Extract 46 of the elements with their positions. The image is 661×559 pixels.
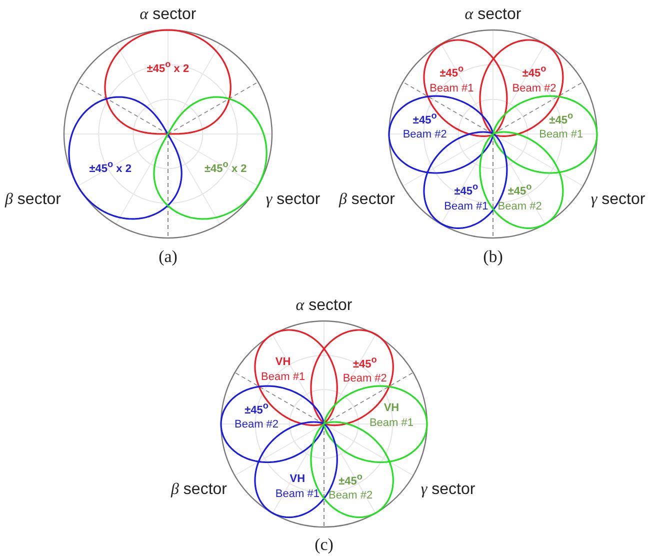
sector-label: α sector [464,6,522,24]
beam-label: Beam #2 [498,199,542,214]
sector-label: β sector [5,191,61,209]
polarization-label: ±45$^{o}$ [454,180,478,200]
polarization-label: ±45$^{o}$ x 2 [89,158,132,178]
beam-label: Beam #2 [402,128,447,143]
beam-label: Beam #1 [261,370,306,385]
polarization-label: ±45$^{o}$ [549,109,574,128]
antenna-beam-lobe [389,96,493,172]
polarization-label: ±45$^{o}$ [412,109,437,128]
panel-caption: (a) [158,247,178,267]
sector-label: α sector [296,297,352,315]
polarization-label: ±45$^{o}$ [352,353,377,372]
sector-label: γ sector [266,191,320,209]
beam-label: Beam #1 [430,82,474,96]
polarization-label: ±45$^{o}$ [508,180,532,200]
antenna-beam-lobe [493,96,597,172]
polarization-label: ±45$^{o}$ [244,399,268,418]
beam-label: Beam #1 [539,128,584,143]
polarization-label: VH [275,354,291,370]
polarization-label: VH [290,472,306,487]
polarization-label: ±45$^{o}$ [440,62,464,82]
beam-label: Beam #2 [342,372,387,388]
beam-label: Beam #1 [369,416,414,431]
polarization-label: ±45$^{o}$ x 2 [204,158,247,178]
beam-label: Beam #2 [234,418,279,434]
beam-label: Beam #2 [328,488,373,504]
polarization-label: ±45$^{o}$ [338,470,362,489]
sector-label: γ sector [590,191,646,209]
beam-label: Beam #1 [444,199,488,214]
antenna-beam-lobe [324,386,427,462]
sector-label: β sector [171,481,227,499]
beam-label: Beam #1 [275,486,320,502]
sector-label: β sector [339,191,395,209]
panel-caption: (b) [483,247,503,267]
antenna-beam-lobe [105,30,231,134]
sector-label: α sector [140,6,196,24]
beam-label: Beam #2 [512,82,556,96]
antenna-beam-lobe [69,96,182,219]
polarization-label: ±45$^{o}$ [522,62,546,82]
polarization-label: ±45$^{o}$ x 2 [146,58,190,78]
antenna-beam-lobe [221,386,324,462]
sector-label: γ sector [420,481,476,499]
polarization-label: VH [384,400,400,416]
panel-caption: (c) [314,535,334,555]
antenna-beam-lobe [154,96,267,219]
